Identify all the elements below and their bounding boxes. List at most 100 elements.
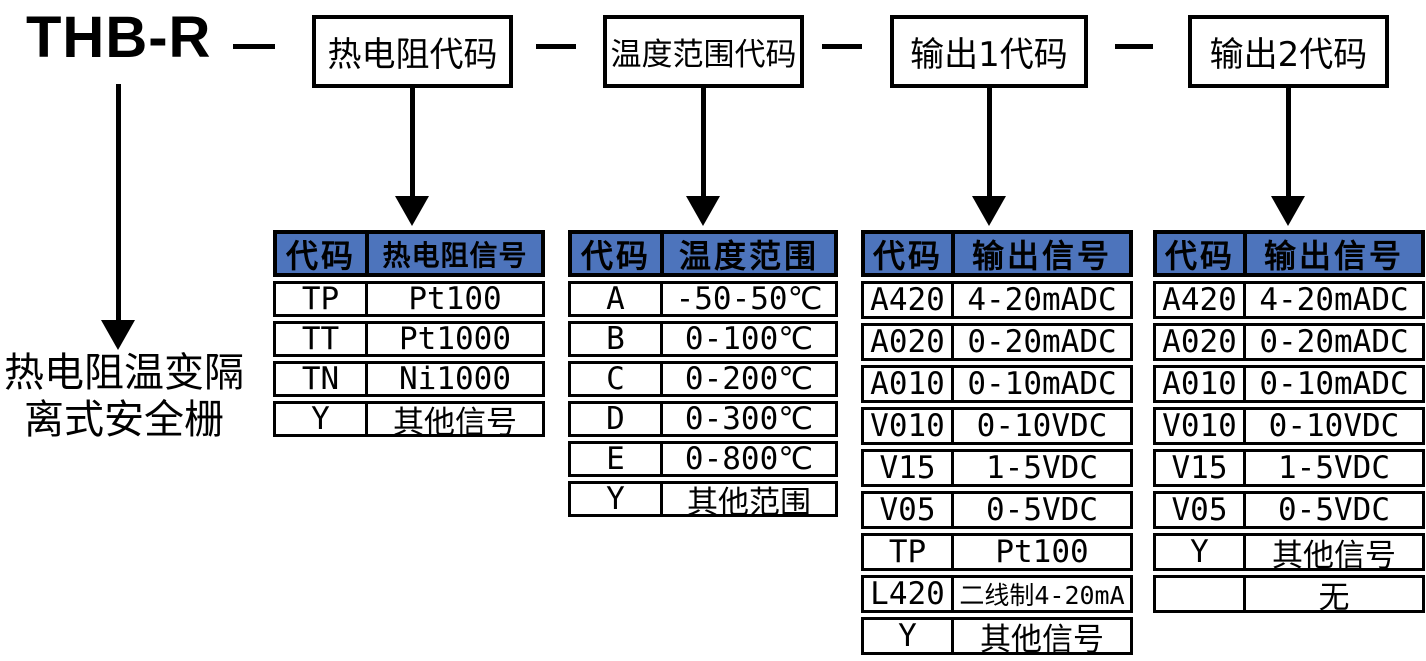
code-cell: A420 <box>1156 284 1246 316</box>
table-row: V15 1-5VDC <box>861 449 1133 487</box>
value-cell: 其他信号 <box>980 621 1104 653</box>
code-cell: TN <box>276 364 368 394</box>
table-row: TP Pt100 <box>861 533 1133 571</box>
code-cell: TT <box>276 324 368 354</box>
arrow-output2-table <box>1286 87 1291 197</box>
value-cell: 0-200℃ <box>684 364 814 394</box>
table-header-row: 代码输出信号 <box>861 230 1133 277</box>
code-cell: V05 <box>864 494 954 526</box>
code-cell <box>1156 578 1246 610</box>
code-cell: Y <box>1156 536 1246 568</box>
table-row: Y 其他范围 <box>568 481 838 517</box>
value-cell: 0-10mADC <box>967 368 1117 400</box>
code-cell: V010 <box>1156 410 1246 442</box>
code-cell: Y <box>864 620 954 652</box>
value-cell: 无 <box>1318 579 1350 611</box>
table-row: V05 0-5VDC <box>861 491 1133 529</box>
value-cell: Pt100 <box>995 536 1089 568</box>
value-cell: Ni1000 <box>399 364 511 394</box>
table-row: A010 0-10mADC <box>1153 365 1425 403</box>
value-cell: 1-5VDC <box>1278 452 1390 484</box>
value-cell: 0-300℃ <box>684 404 814 434</box>
separator-dash <box>1115 44 1153 49</box>
code-cell: A420 <box>864 284 954 316</box>
header-signal-cell: 输出信号 <box>1263 236 1404 274</box>
code-cell: TP <box>276 284 368 314</box>
table-row: 无 <box>1153 575 1425 613</box>
table-row: V010 0-10VDC <box>861 407 1133 445</box>
model-description: 热电阻温变隔 离式安全栅 <box>0 350 248 444</box>
arrow-rtd-table <box>410 87 415 197</box>
arrow-temperature-table <box>701 87 706 197</box>
table-row: A420 4-20mADC <box>1153 281 1425 319</box>
code-cell: TP <box>864 536 954 568</box>
value-cell: 0-10VDC <box>976 410 1108 442</box>
field-box-temperature-range-code: 温度范围代码 <box>603 15 804 88</box>
code-cell: A020 <box>1156 326 1246 358</box>
value-cell: 其他信号 <box>1272 537 1396 569</box>
code-cell: V05 <box>1156 494 1246 526</box>
value-cell: 4-20mADC <box>1259 284 1409 316</box>
table-row: V15 1-5VDC <box>1153 449 1425 487</box>
arrow-output1-table <box>987 87 992 197</box>
value-cell: 4-20mADC <box>967 284 1117 316</box>
value-cell: 其他范围 <box>687 484 811 515</box>
value-cell: 0-10mADC <box>1259 368 1409 400</box>
value-cell: -50-50℃ <box>675 284 823 314</box>
code-cell: V15 <box>864 452 954 484</box>
field-box-output1-code: 输出1代码 <box>890 15 1088 88</box>
table-row: TN Ni1000 <box>273 361 545 397</box>
code-cell: A010 <box>864 368 954 400</box>
table-row: Y 其他信号 <box>1153 533 1425 571</box>
value-cell: 0-5VDC <box>1278 494 1390 526</box>
code-cell: A010 <box>1156 368 1246 400</box>
value-cell: 0-20mADC <box>1259 326 1409 358</box>
value-cell: 0-20mADC <box>967 326 1117 358</box>
code-cell: B <box>571 324 663 354</box>
output2-signal-code-table: 代码输出信号 A420 4-20mADC A020 0-20mADC A010 0-10mA… <box>1153 230 1425 613</box>
model-prefix: THB-R <box>26 5 212 70</box>
code-cell: Y <box>276 404 368 434</box>
value-cell: 1-5VDC <box>986 452 1098 484</box>
field-box-label: 输出2代码 <box>1209 35 1368 75</box>
table-row: C 0-200℃ <box>568 361 838 397</box>
code-cell: Y <box>571 484 663 514</box>
header-code-cell: 代码 <box>277 234 369 273</box>
table-row: A420 4-20mADC <box>861 281 1133 319</box>
separator-dash <box>822 44 862 49</box>
code-cell: V15 <box>1156 452 1246 484</box>
arrowhead-icon <box>101 320 135 350</box>
header-signal-cell: 热电阻信号 <box>382 238 528 272</box>
field-box-label: 热电阻代码 <box>327 35 498 75</box>
table-row: Y 其他信号 <box>861 617 1133 655</box>
header-code-cell: 代码 <box>1157 234 1247 273</box>
value-cell: 0-5VDC <box>986 494 1098 526</box>
arrowhead-icon <box>1271 196 1305 226</box>
table-header-row: 代码热电阻信号 <box>273 230 545 277</box>
separator-dash <box>536 44 576 49</box>
table-header-row: 代码输出信号 <box>1153 230 1425 277</box>
separator-dash <box>233 44 275 49</box>
header-code-cell: 代码 <box>865 234 955 273</box>
header-code-cell: 代码 <box>572 234 664 273</box>
arrowhead-icon <box>395 196 429 226</box>
code-cell: V010 <box>864 410 954 442</box>
code-cell: C <box>571 364 663 394</box>
header-signal-cell: 输出信号 <box>971 236 1112 274</box>
arrowhead-icon <box>686 196 720 226</box>
table-row: V05 0-5VDC <box>1153 491 1425 529</box>
value-cell: 0-800℃ <box>684 444 814 474</box>
arrow-model-description <box>116 84 121 322</box>
table-header-row: 代码温度范围 <box>568 230 838 277</box>
arrowhead-icon <box>972 196 1006 226</box>
code-cell: E <box>571 444 663 474</box>
